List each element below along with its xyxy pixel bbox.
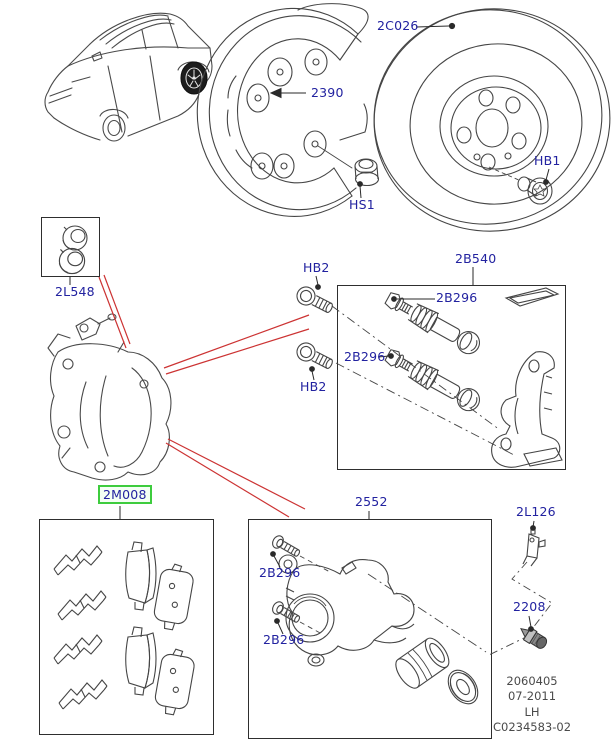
group-box-2b540 [337,285,566,470]
dust-shield-drawing [196,3,369,217]
bracket-clip-drawing [522,527,546,567]
callout-hb2-top[interactable]: HB2 [303,260,330,275]
callout-2m008-highlighted[interactable]: 2M008 [98,485,152,504]
hb2-bolt-top-drawing [293,283,337,318]
vehicle-illustration [44,12,213,142]
callout-2l126[interactable]: 2L126 [516,504,556,519]
drawing-number: 2060405 [506,674,558,688]
callout-hb1[interactable]: HB1 [534,153,561,168]
group-box-2l548 [41,217,100,277]
group-box-2m008 [39,519,214,735]
callout-2b296-bolt2[interactable]: 2B296 [263,632,305,647]
drawing-side: LH [524,704,540,719]
shield-nut-drawing [354,158,380,187]
brake-disc-drawing [373,8,611,232]
callout-2b296-bolt1[interactable]: 2B296 [259,565,301,580]
disc-retaining-screw-drawing [488,166,553,205]
callout-hb2-bottom[interactable]: HB2 [300,379,327,394]
drawing-code: C0234583-02 [492,719,572,734]
bleed-screw-drawing [520,627,548,649]
callout-2208[interactable]: 2208 [513,599,546,614]
red-reference-lines [98,274,310,518]
drawing-date: 07-2011 [507,689,557,704]
group-box-2552 [248,519,492,739]
callout-hs1[interactable]: HS1 [349,197,375,212]
callout-2b296-pin2[interactable]: 2B296 [344,349,386,364]
hb2-bolt-bottom-drawing [293,339,337,374]
highlighted-rear-wheel [180,61,208,95]
callout-2l548[interactable]: 2L548 [55,284,95,299]
callout-2390[interactable]: 2390 [311,85,344,100]
callout-2c026[interactable]: 2C026 [377,18,419,33]
caliper-assembly-drawing [47,313,172,481]
drawing-reference-block: 2060405 07-2011 LH C0234583-02 [486,674,578,735]
callout-2b296-pin1[interactable]: 2B296 [436,290,478,305]
callout-2b540[interactable]: 2B540 [455,251,497,266]
callout-2552[interactable]: 2552 [355,494,388,509]
